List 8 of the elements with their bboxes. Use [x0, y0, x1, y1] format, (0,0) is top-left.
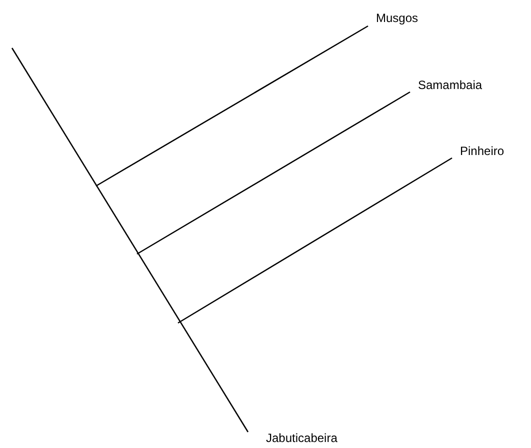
cladogram-branch — [136, 91, 410, 255]
taxon-label: Jabuticabeira — [266, 431, 338, 445]
cladogram-branch — [178, 157, 452, 324]
cladogram-branch — [96, 25, 368, 187]
cladogram-branch — [11, 48, 249, 432]
taxon-label: Pinheiro — [460, 144, 504, 158]
taxon-label: Musgos — [376, 11, 418, 25]
taxon-label: Samambaia — [418, 78, 482, 92]
